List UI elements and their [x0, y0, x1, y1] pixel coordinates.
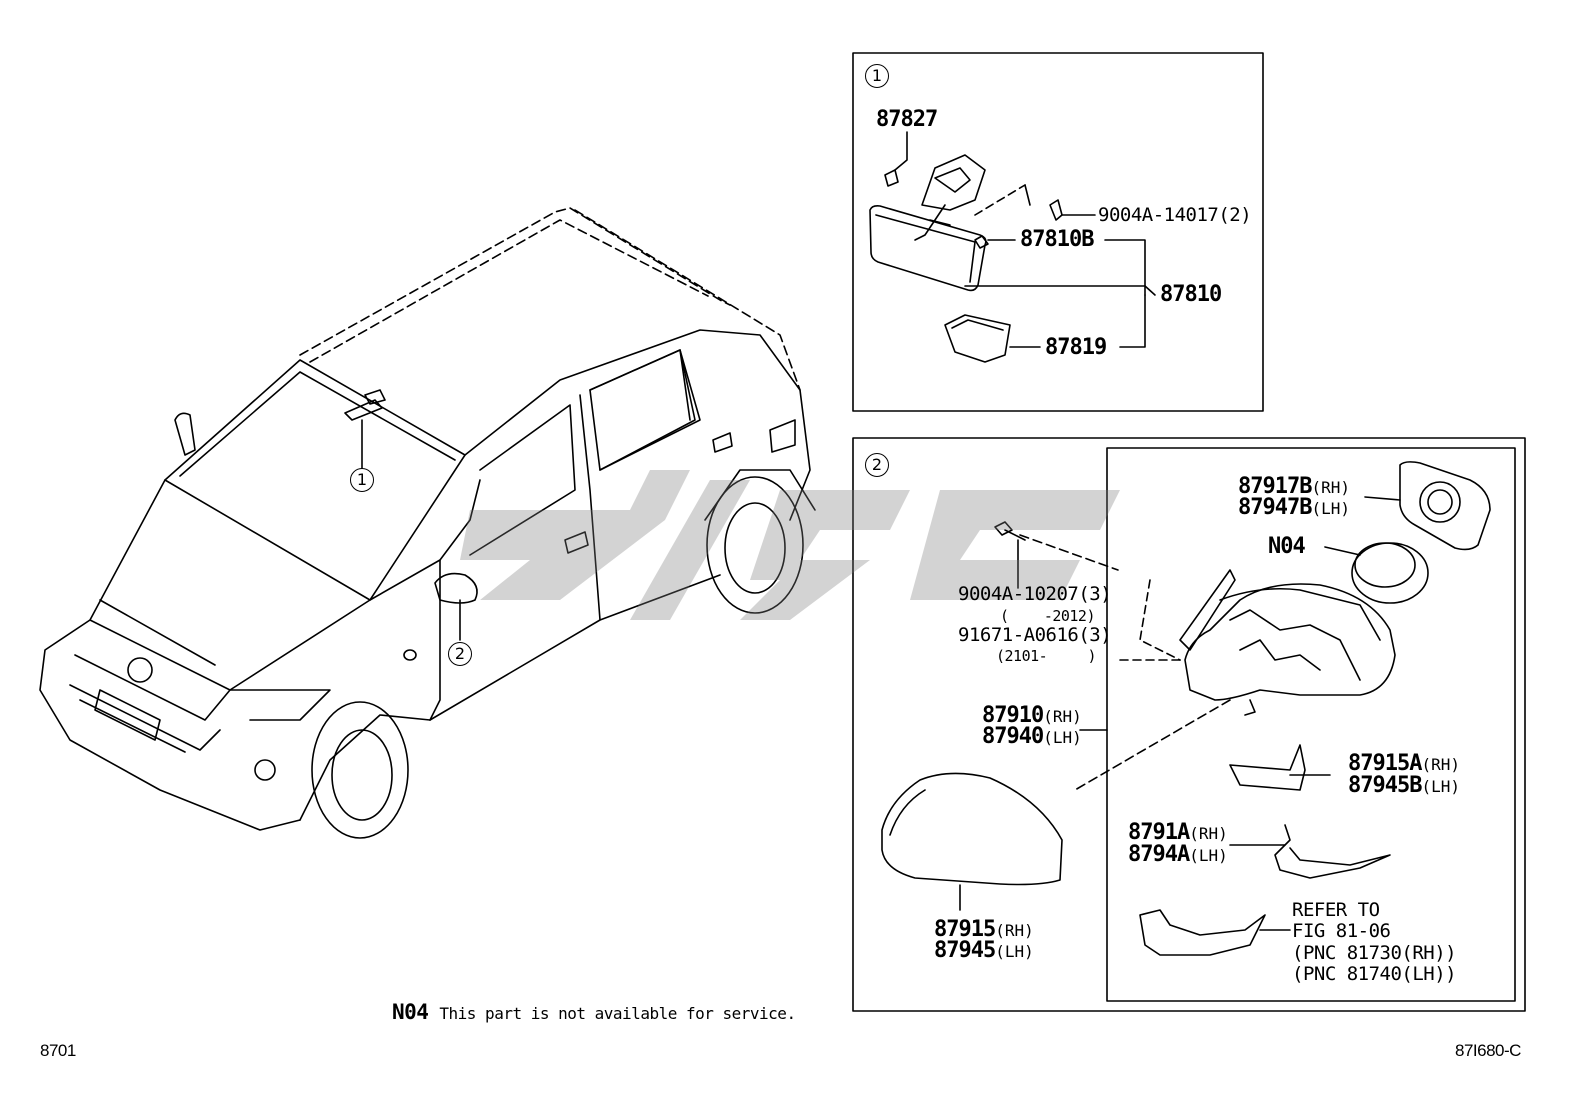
part-side: (RH): [1311, 478, 1351, 497]
callout-2-car: 2: [448, 642, 472, 666]
part-label-87810[interactable]: 87810: [1160, 282, 1222, 307]
part-number: 9004A-14017: [1098, 204, 1219, 226]
part-label-87915[interactable]: 87915(RH): [934, 919, 1034, 941]
part-number: 87915: [934, 917, 996, 942]
part-side: (RH): [995, 921, 1034, 940]
part-side: (LH): [1311, 499, 1351, 518]
part-number: 87945: [934, 938, 996, 963]
part-label-87810b[interactable]: 87810B: [1020, 227, 1094, 252]
part-label-87915a[interactable]: 87915A(RH): [1348, 753, 1460, 775]
footnote-text: This part is not available for service.: [439, 1004, 796, 1023]
part-side: (RH): [1421, 755, 1461, 774]
part-qty: (2): [1218, 204, 1252, 226]
panel2-frame: [852, 437, 1526, 1012]
part-label-8794a[interactable]: 8794A(LH): [1128, 844, 1228, 866]
callout-2-panel: 2: [865, 453, 889, 477]
part-label-87947b[interactable]: 87947B(LH): [1238, 497, 1350, 519]
part-number: 87810B: [1020, 227, 1094, 252]
part-number: 87940: [982, 724, 1044, 749]
range-start: (2101-: [996, 647, 1048, 665]
part-qty: (3): [1078, 583, 1112, 605]
part-number: 87827: [876, 107, 938, 132]
panel2-inner-frame: [1106, 447, 1516, 1002]
range-open: (: [1000, 607, 1009, 625]
callout-1-car: 1: [350, 468, 374, 492]
watermark-logo: [460, 470, 1120, 620]
part-number: 91671-A0616: [958, 624, 1079, 646]
part-number: 87915A: [1348, 751, 1422, 776]
part-side: (RH): [1043, 707, 1082, 726]
part-number: 87947B: [1238, 495, 1312, 520]
part-number: 87810: [1160, 282, 1222, 307]
part-number: 87910: [982, 703, 1044, 728]
part-number: 8794A: [1128, 842, 1190, 867]
callout-1-panel: 1: [865, 64, 889, 88]
part-range-9004a: ( -2012): [1000, 606, 1096, 627]
part-side: (RH): [1189, 824, 1228, 843]
panel1-frame: [852, 52, 1264, 412]
refer-line-1: REFER TO: [1292, 899, 1380, 921]
part-label-91671-a0616[interactable]: 91671-A0616(3): [958, 624, 1112, 646]
part-range-91671: (2101-): [996, 646, 1096, 667]
page-number: 8701: [40, 1041, 76, 1060]
outer-mirror-drawing: [881, 461, 1491, 956]
refer-pnc-lh: (PNC 81740(LH)): [1292, 963, 1457, 985]
part-label-87945b[interactable]: 87945B(LH): [1348, 775, 1460, 797]
part-number: 87917B: [1238, 474, 1312, 499]
part-side: (LH): [995, 942, 1034, 961]
range-close: ): [1087, 647, 1096, 665]
part-label-87945[interactable]: 87945(LH): [934, 940, 1034, 962]
part-side: (LH): [1043, 728, 1082, 747]
part-number: N04: [1268, 534, 1306, 559]
footnote: N04 This part is not available for servi…: [392, 1002, 796, 1024]
part-label-87819[interactable]: 87819: [1045, 335, 1107, 360]
part-label-9004a-10207[interactable]: 9004A-10207(3): [958, 583, 1112, 605]
part-label-87827[interactable]: 87827: [876, 107, 938, 132]
car-drawing: [39, 207, 816, 839]
part-number: 87945B: [1348, 773, 1422, 798]
inner-mirror-drawing: [869, 154, 1063, 363]
part-number: 8791A: [1128, 820, 1190, 845]
part-label-8791a[interactable]: 8791A(RH): [1128, 822, 1228, 844]
part-side: (LH): [1421, 777, 1461, 796]
part-label-9004a-14017[interactable]: 9004A-14017(2): [1098, 204, 1252, 226]
part-label-n04[interactable]: N04: [1268, 534, 1306, 559]
part-side: (LH): [1189, 846, 1228, 865]
refer-fig-link[interactable]: FIG 81-06: [1292, 920, 1391, 942]
part-label-87910[interactable]: 87910(RH): [982, 705, 1082, 727]
part-qty: (3): [1078, 624, 1112, 646]
part-label-87940[interactable]: 87940(LH): [982, 726, 1082, 748]
part-number: 9004A-10207: [958, 583, 1079, 605]
figure-code: 87I680-C: [1455, 1041, 1521, 1060]
refer-pnc-rh: (PNC 81730(RH)): [1292, 942, 1457, 964]
footnote-code: N04: [392, 1000, 429, 1024]
part-number: 87819: [1045, 335, 1107, 360]
part-label-87917b[interactable]: 87917B(RH): [1238, 476, 1350, 498]
range-end: -2012): [1043, 607, 1096, 625]
